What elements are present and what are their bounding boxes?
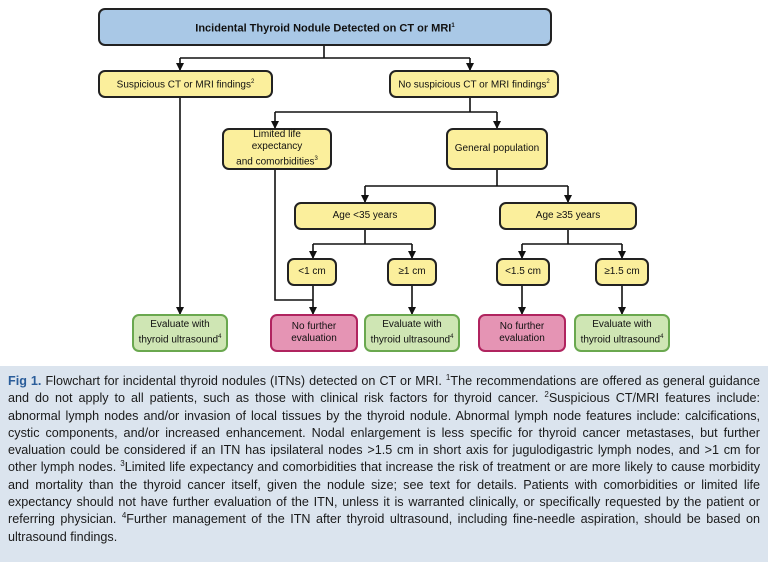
flowchart-connectors (176, 46, 626, 315)
node-no-further-evaluation-young: No further evaluation (270, 314, 358, 352)
node-evaluate-ultrasound-young: Evaluate with thyroid ultrasound4 (364, 314, 460, 352)
node-evaluate-ultrasound-older: Evaluate with thyroid ultrasound4 (574, 314, 670, 352)
node-under-1-5cm: <1.5 cm (496, 258, 550, 286)
figure-caption: Fig 1. Flowchart for incidental thyroid … (0, 366, 768, 562)
connector-general (365, 170, 568, 187)
node-no-suspicious-findings: No suspicious CT or MRI findings2 (389, 70, 559, 98)
connector-age-lt35 (313, 230, 412, 245)
node-1-5cm-or-over: ≥1.5 cm (595, 258, 649, 286)
node-limited-life-expectancy: Limited life expectancy and comorbiditie… (222, 128, 332, 170)
node-1cm-or-over: ≥1 cm (387, 258, 437, 286)
node-suspicious-findings: Suspicious CT or MRI findings2 (98, 70, 273, 98)
node-general-population: General population (446, 128, 548, 170)
node-incidental-nodule: Incidental Thyroid Nodule Detected on CT… (98, 8, 552, 46)
connector-top (180, 46, 470, 59)
node-age-35-or-over: Age ≥35 years (499, 202, 637, 230)
node-no-further-evaluation-older: No further evaluation (478, 314, 566, 352)
connector-limited-to-nofurther (274, 170, 313, 301)
node-age-under-35: Age <35 years (294, 202, 436, 230)
figure-label: Fig 1. (8, 374, 42, 388)
connector-no-suspicious (275, 98, 497, 113)
connector-age-ge35 (522, 230, 622, 245)
node-under-1cm: <1 cm (287, 258, 337, 286)
node-evaluate-ultrasound-suspicious: Evaluate with thyroid ultrasound4 (132, 314, 228, 352)
